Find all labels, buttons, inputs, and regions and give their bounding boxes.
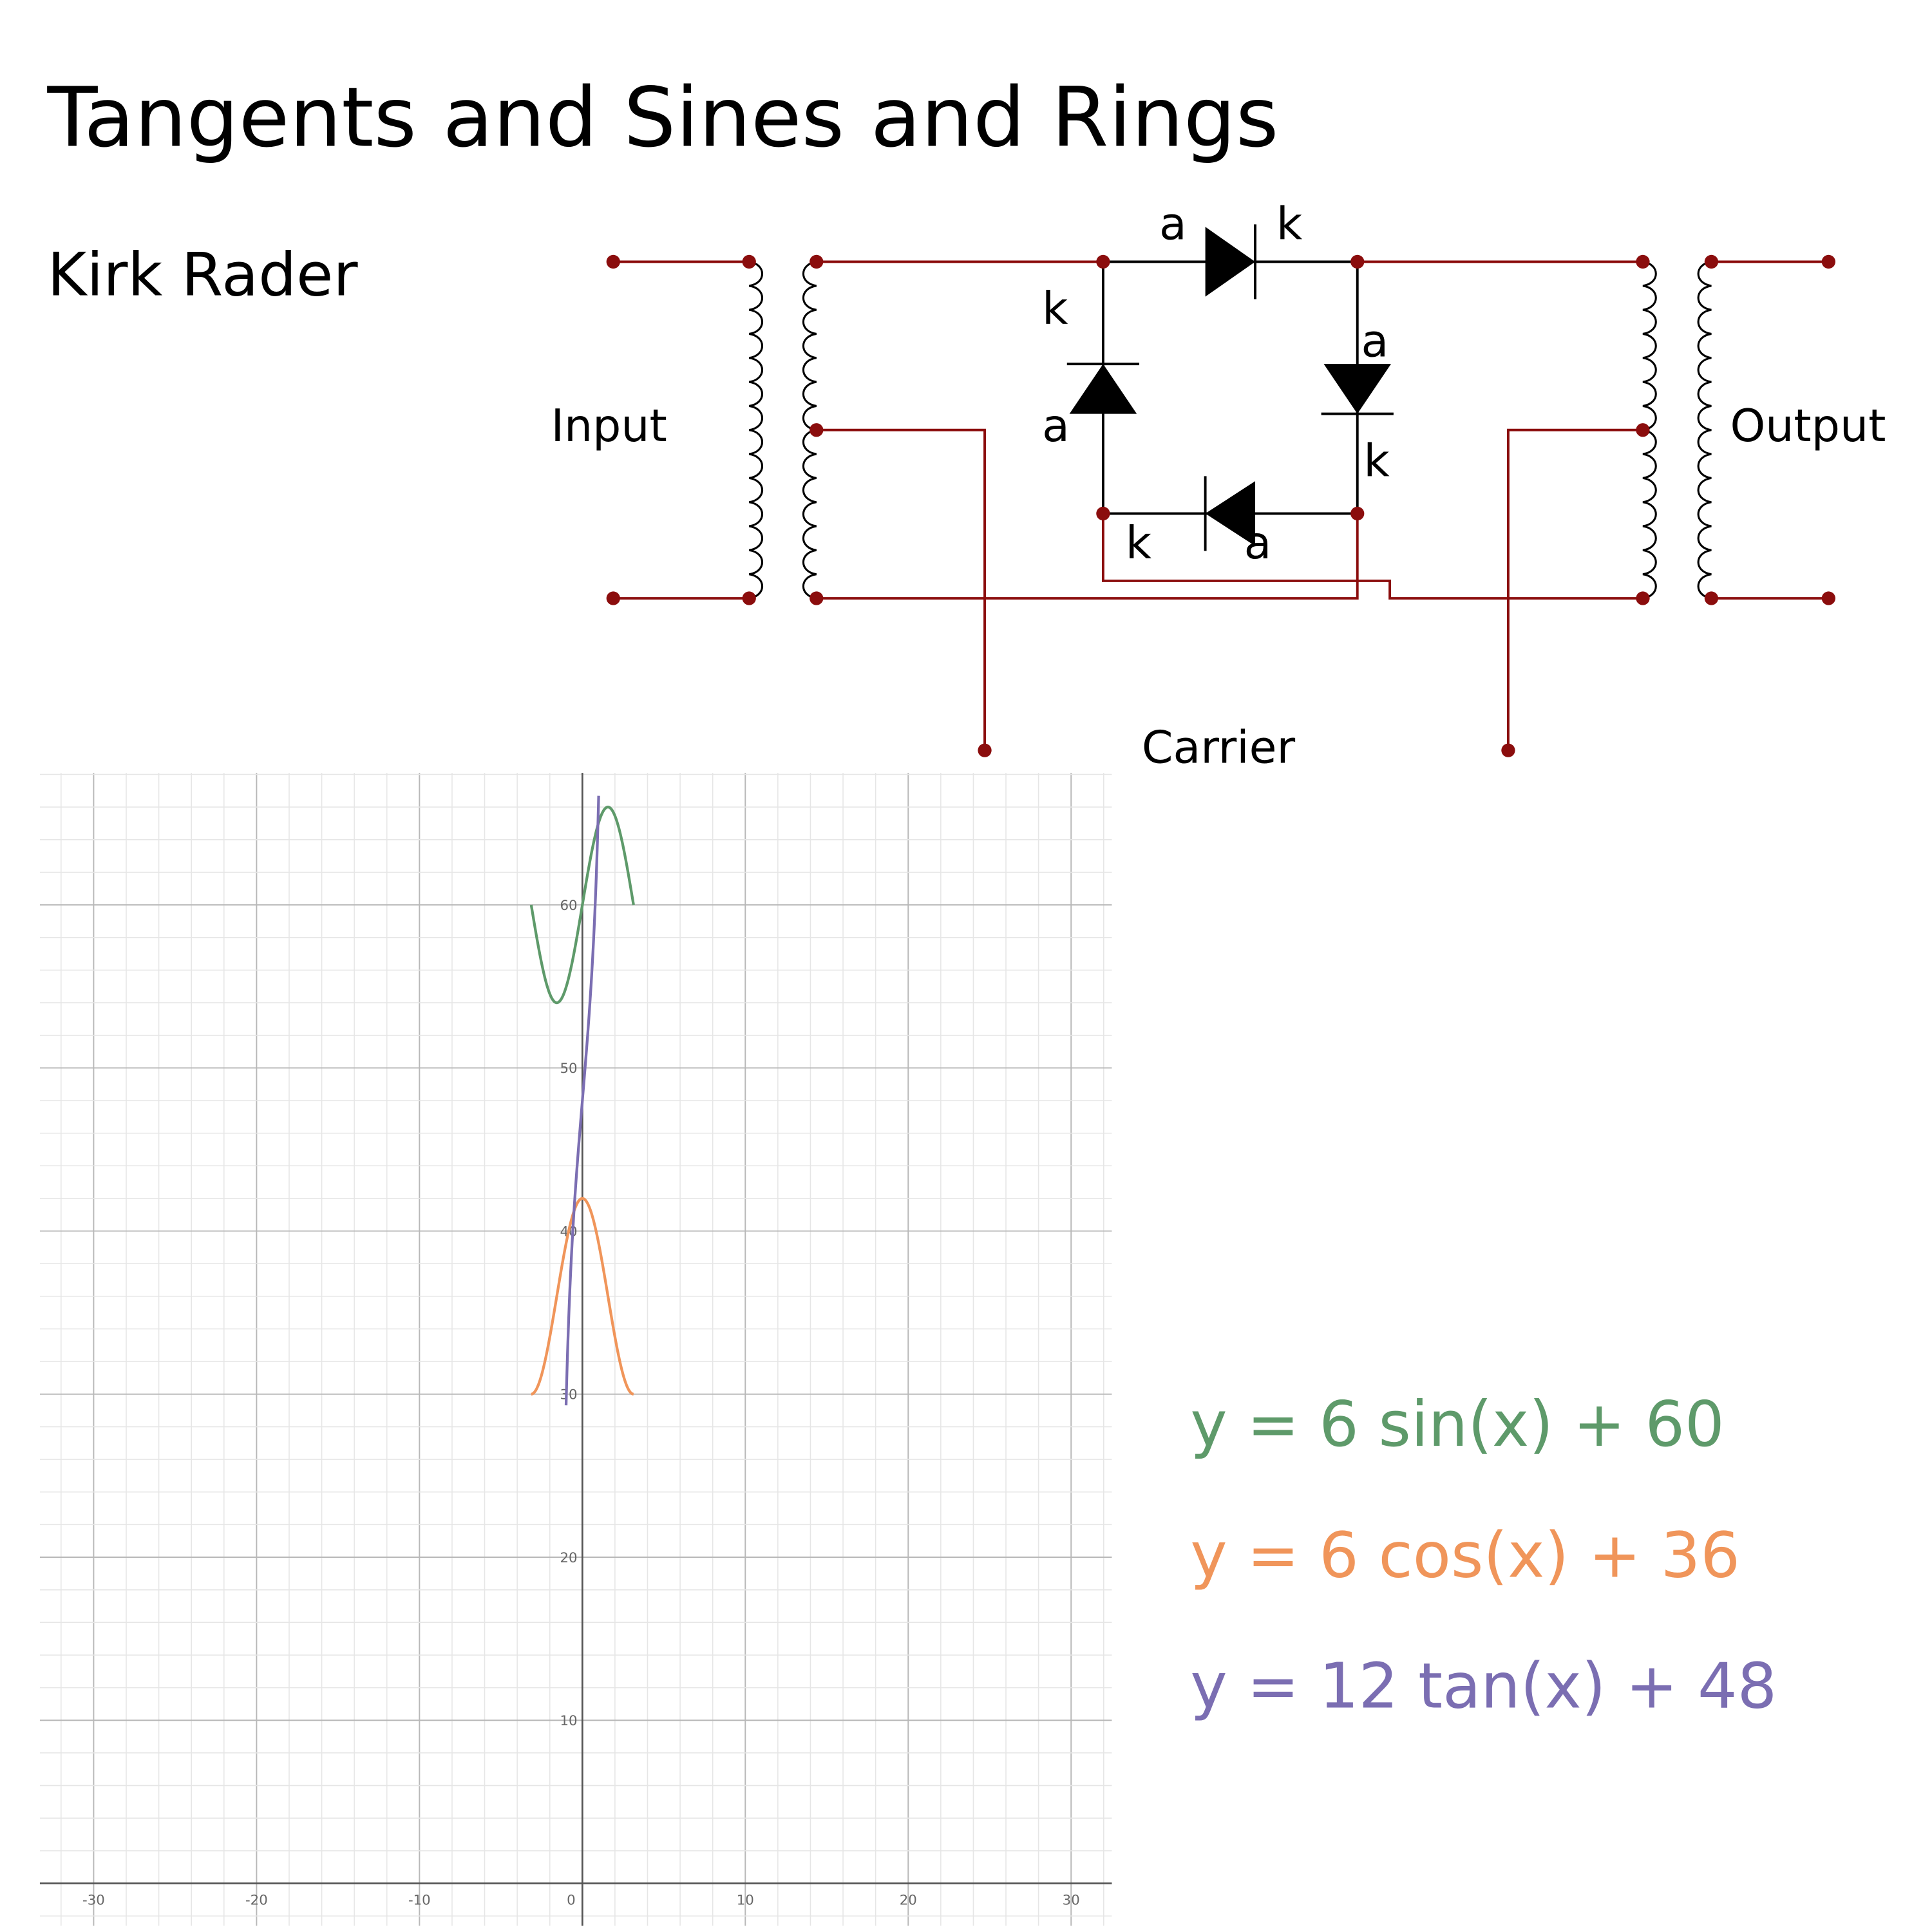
x-tick-label: 20 xyxy=(900,1892,917,1908)
diode-bottom xyxy=(1204,476,1256,551)
junction-dot xyxy=(810,254,824,269)
junction-dot xyxy=(810,591,824,605)
diode-label: k xyxy=(1363,435,1390,487)
junction-dot xyxy=(1636,254,1650,269)
junction-dot xyxy=(606,591,620,605)
x-tick-label: -10 xyxy=(408,1892,431,1908)
junction-dot xyxy=(1096,254,1110,269)
diode-label: a xyxy=(1244,517,1272,569)
junction-dot xyxy=(742,591,756,605)
page-title: Tangents and Sines and Rings xyxy=(47,70,1279,166)
ring-modulator-circuit: a k k a a k k a Input Output Carrier xyxy=(551,198,1886,774)
diode-label: a xyxy=(1042,400,1070,452)
diode-left xyxy=(1066,363,1140,414)
series-cos-curve xyxy=(531,1197,634,1396)
junction-dot xyxy=(1350,506,1365,521)
y-tick-label: 50 xyxy=(560,1061,577,1077)
diode-label: k xyxy=(1276,198,1303,251)
diode-label: k xyxy=(1042,283,1068,335)
carrier-label: Carrier xyxy=(1142,722,1296,774)
series-tan-curve xyxy=(564,795,600,1406)
junction-dot xyxy=(810,423,824,437)
author-name: Kirk Rader xyxy=(48,240,359,310)
output-secondary-coil xyxy=(1697,260,1712,600)
output-label: Output xyxy=(1730,400,1886,452)
diode-label: k xyxy=(1126,517,1152,569)
carrier-left-wire xyxy=(816,428,986,751)
crossover-wire xyxy=(1101,513,1643,600)
x-tick-label: 10 xyxy=(737,1892,754,1908)
y-tick-label: 10 xyxy=(560,1713,577,1729)
diode-label: a xyxy=(1361,316,1389,368)
junction-dot xyxy=(1636,423,1650,437)
diode-label: a xyxy=(1159,198,1187,251)
x-tick-label: -20 xyxy=(245,1892,268,1908)
junction-dot xyxy=(742,254,756,269)
x-tick-label: -30 xyxy=(82,1892,105,1908)
x-tick-label: 30 xyxy=(1063,1892,1080,1908)
junction-dot xyxy=(978,743,992,757)
y-tick-label: 20 xyxy=(560,1550,577,1566)
junction-dot xyxy=(1636,591,1650,605)
carrier-right-wire xyxy=(1507,428,1643,751)
input-label: Input xyxy=(551,400,667,452)
junction-dot xyxy=(1821,254,1835,269)
input-primary-coil xyxy=(748,260,764,600)
junction-dot xyxy=(1350,254,1365,269)
equation-tangent: y = 12 tan(x) + 48 xyxy=(1190,1650,1777,1723)
x-tick-label: 0 xyxy=(567,1892,576,1908)
junction-dot xyxy=(606,254,620,269)
y-tick-label: 60 xyxy=(560,898,577,914)
junction-dot xyxy=(1096,506,1110,521)
diode-top xyxy=(1205,224,1256,299)
series-sin-curve xyxy=(529,806,635,1005)
equation-cosine: y = 6 cos(x) + 36 xyxy=(1190,1519,1740,1591)
y-tick-label: 30 xyxy=(560,1387,577,1403)
equation-sine: y = 6 sin(x) + 60 xyxy=(1190,1388,1724,1461)
junction-dot xyxy=(1704,254,1719,269)
junction-dot xyxy=(1704,591,1719,605)
junction-dot xyxy=(1501,743,1515,757)
diode-right xyxy=(1321,364,1394,415)
secondary-bottom-wire xyxy=(816,513,1359,600)
junction-dot xyxy=(1821,591,1835,605)
